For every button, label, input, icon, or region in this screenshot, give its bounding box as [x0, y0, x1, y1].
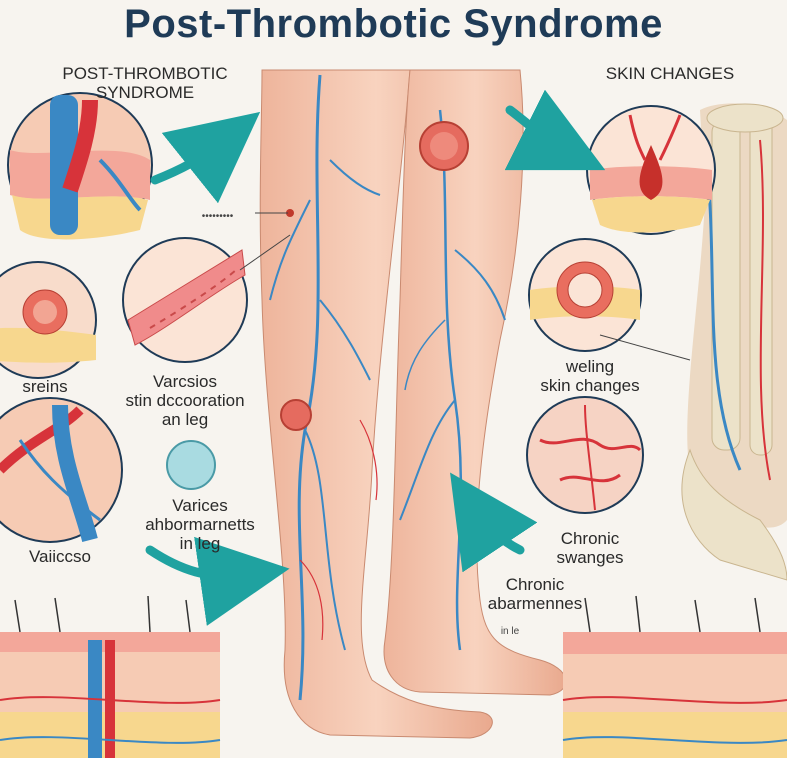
swelling-circle: [528, 238, 642, 352]
label-skin-changes-top: SKIN CHANGES: [605, 64, 735, 83]
label-sreins: sreins: [22, 377, 68, 396]
clot-blob: [166, 440, 216, 490]
skin-section-left: [0, 595, 221, 758]
vein-segment-circle: [122, 237, 248, 363]
skin-lesion-circle: [586, 105, 716, 235]
leg-veins: [269, 74, 506, 701]
skin-cell-circle: [0, 261, 97, 379]
label-in-le: in le: [500, 626, 520, 637]
capillary-circle: [526, 396, 644, 514]
vein-branch-circle: [0, 397, 123, 543]
skin-section-right: [562, 595, 787, 758]
teal-arrows: [145, 89, 606, 626]
page-title: Post-Thrombotic Syndrome: [124, 2, 663, 46]
label-tiny: •••••••••: [201, 211, 234, 222]
leg-bone-diagram: [681, 103, 787, 581]
label-variccso: Vaiiccso: [28, 547, 92, 566]
vein-circle-top-left: [7, 92, 153, 240]
small-ulcer-spot: [280, 399, 312, 431]
